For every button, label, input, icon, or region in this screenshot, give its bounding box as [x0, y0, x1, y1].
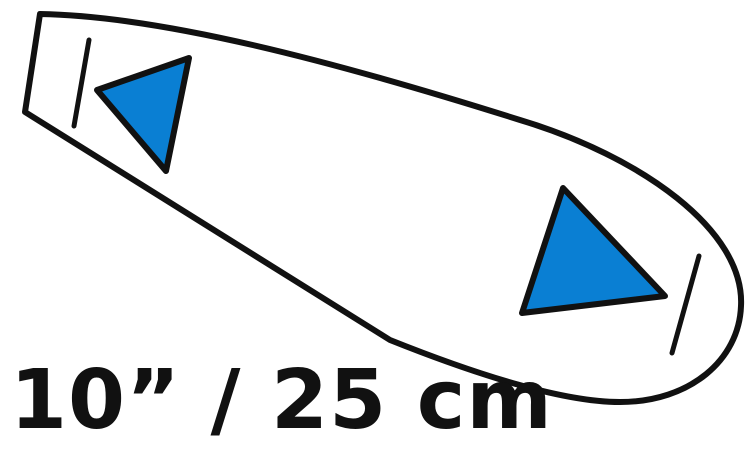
right-edge-line — [669, 253, 702, 356]
left-edge-line — [71, 37, 92, 129]
size-label: 10” / 25 cm — [10, 353, 553, 448]
left-direction-triangle-icon — [94, 55, 192, 174]
right-direction-triangle-icon — [519, 185, 668, 316]
board-outline — [22, 11, 745, 405]
